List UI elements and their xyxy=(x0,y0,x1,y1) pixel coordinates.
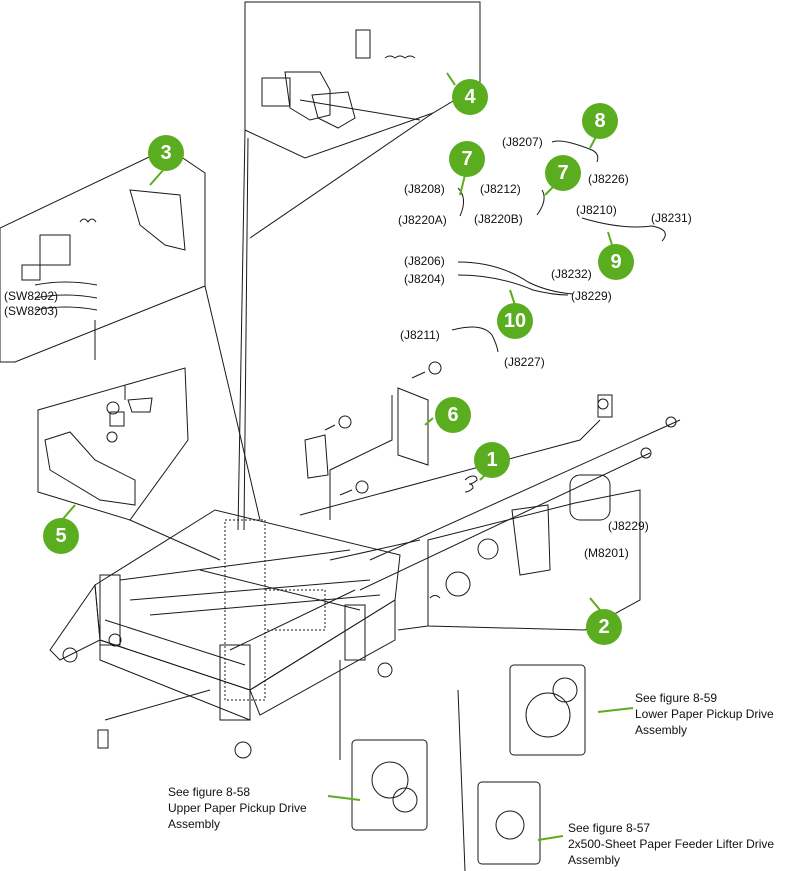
board-6 xyxy=(397,387,429,466)
note-lifter-drive: See figure 8-57 2x500-Sheet Paper Feeder… xyxy=(568,820,774,868)
callout-5: 5 xyxy=(43,518,79,554)
label-j8220a: (J8220A) xyxy=(398,213,447,227)
label-m8201: (M8201) xyxy=(584,546,629,560)
group-3-outline xyxy=(0,147,206,363)
callout-7a: 7 xyxy=(449,141,485,177)
label-j8232: (J8232) xyxy=(551,267,592,281)
label-j8212: (J8212) xyxy=(480,182,521,196)
lower-drive-assembly xyxy=(509,664,586,756)
lifter-drive-assembly xyxy=(477,781,541,865)
label-j8210: (J8210) xyxy=(576,203,617,217)
group-4-outline xyxy=(244,1,481,159)
label-j8220b: (J8220B) xyxy=(474,212,523,226)
label-j8229: (J8229) xyxy=(571,289,612,303)
label-j8208: (J8208) xyxy=(404,182,445,196)
callout-9: 9 xyxy=(598,244,634,280)
upper-drive-assembly xyxy=(351,739,428,831)
note-lifter-line1: See figure 8-57 xyxy=(568,821,651,835)
note-upper-line1: See figure 8-58 xyxy=(168,785,251,799)
label-j8229-motor: (J8229) xyxy=(608,519,649,533)
group-5-outline xyxy=(37,367,189,521)
note-lifter-line3: Assembly xyxy=(568,853,621,867)
callout-8: 8 xyxy=(582,103,618,139)
label-sw8203: (SW8203) xyxy=(4,304,59,318)
note-upper-line3: Assembly xyxy=(168,817,221,831)
label-j8207: (J8207) xyxy=(502,135,543,149)
note-lower-drive: See figure 8-59 Lower Paper Pickup Drive… xyxy=(635,690,774,738)
note-upper-line2: Upper Paper Pickup Drive xyxy=(168,801,307,815)
note-upper-drive: See figure 8-58 Upper Paper Pickup Drive… xyxy=(168,784,307,832)
callout-7b: 7 xyxy=(545,155,581,191)
note-lower-line1: See figure 8-59 xyxy=(635,691,718,705)
callout-3: 3 xyxy=(148,135,184,171)
callout-2: 2 xyxy=(586,609,622,645)
note-lifter-line2: 2x500-Sheet Paper Feeder Lifter Drive xyxy=(568,837,775,851)
label-j8206: (J8206) xyxy=(404,254,445,268)
callout-4: 4 xyxy=(452,79,488,115)
label-j8231: (J8231) xyxy=(651,211,692,225)
label-sw8202: (SW8202) xyxy=(4,289,59,303)
label-j8204: (J8204) xyxy=(404,272,445,286)
note-lower-line3: Assembly xyxy=(635,723,688,737)
callout-1: 1 xyxy=(474,442,510,478)
label-j8226: (J8226) xyxy=(588,172,629,186)
callout-6: 6 xyxy=(435,397,471,433)
label-j8211: (J8211) xyxy=(400,328,440,342)
note-lower-line2: Lower Paper Pickup Drive xyxy=(635,707,774,721)
callout-10: 10 xyxy=(497,303,533,339)
label-j8227: (J8227) xyxy=(504,355,545,369)
